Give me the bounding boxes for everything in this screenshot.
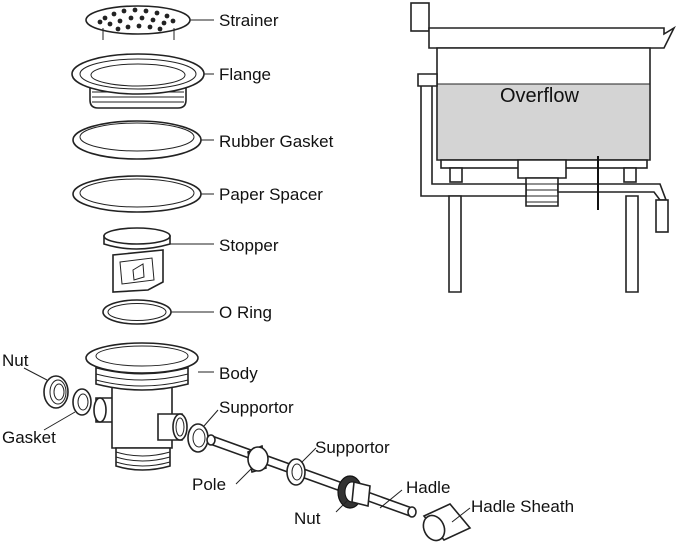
nut-bottom-part xyxy=(337,475,371,509)
paper-spacer-part xyxy=(72,175,202,213)
label-overflow: Overflow xyxy=(500,85,579,107)
label-nut-left: Nut xyxy=(2,351,29,370)
label-stopper: Stopper xyxy=(219,236,279,255)
rubber-gasket-part xyxy=(72,120,202,160)
hadle-sheath-part xyxy=(422,503,472,542)
supportor-1-part xyxy=(187,423,209,453)
water-fill xyxy=(438,84,649,159)
label-paper-spacer: Paper Spacer xyxy=(219,185,323,204)
strainer-part xyxy=(85,5,191,40)
nut-left-part xyxy=(43,375,69,409)
label-supportor-1: Supportor xyxy=(219,398,294,417)
supportor-2-part xyxy=(286,458,306,486)
sink-illustration xyxy=(410,2,676,293)
gasket-part xyxy=(72,388,92,416)
body-part xyxy=(85,342,199,471)
label-hadle-sheath: Hadle Sheath xyxy=(471,497,574,516)
label-supportor-2: Supportor xyxy=(315,438,390,457)
o-ring-part xyxy=(102,299,172,325)
stopper-part xyxy=(103,227,171,293)
flange-part xyxy=(71,53,205,109)
label-hadle: Hadle xyxy=(406,478,450,497)
label-gasket: Gasket xyxy=(2,428,56,447)
label-nut-bottom: Nut xyxy=(294,509,321,528)
label-flange: Flange xyxy=(219,65,271,84)
label-pole: Pole xyxy=(192,475,226,494)
label-strainer: Strainer xyxy=(219,11,279,30)
label-o-ring: O Ring xyxy=(219,303,272,322)
label-rubber-gasket: Rubber Gasket xyxy=(219,132,334,151)
label-body: Body xyxy=(219,364,258,383)
